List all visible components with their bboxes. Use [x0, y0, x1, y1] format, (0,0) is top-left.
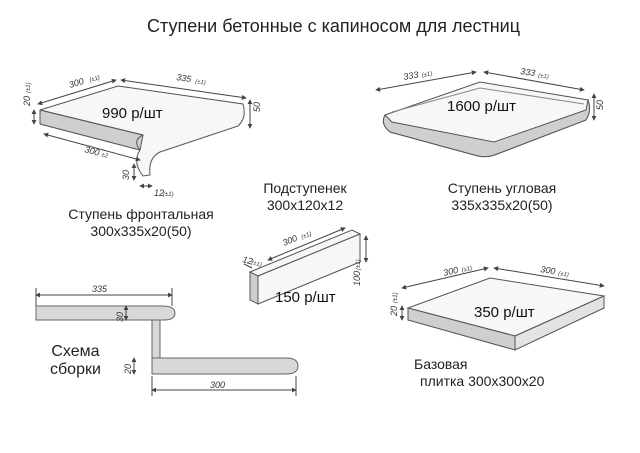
riser-label: Подступенек 300x120x12 [250, 180, 360, 214]
dim-label: 333 [403, 70, 420, 82]
dim-label: (±1) [538, 73, 549, 80]
front-step-drawing [31, 78, 253, 189]
front-step-dimensions: 300 (±1) 335 (±1) 20 (±1) 50 300 ±2 30 1… [22, 72, 262, 198]
front-step-label: Ступень фронтальная 300x335x20(50) [56, 206, 226, 240]
assembly-label-line1: Схема [51, 343, 100, 360]
dim-label: (±1) [26, 82, 32, 93]
dim-label: 50 [252, 102, 262, 112]
dim-label: 300 [68, 76, 85, 90]
riser-label-line1: Подступенек [263, 180, 347, 196]
dim-label: 12 [241, 254, 253, 266]
corner-step-label-line2: 335x335x20(50) [451, 197, 553, 213]
dim-label: 300 [83, 144, 100, 158]
dim-label: 30 [121, 170, 131, 180]
dim-label: (±1) [163, 192, 174, 198]
dim-label: (±1) [421, 71, 433, 79]
base-tile-dimensions: 300 (±1) 300 (±1) 20 (±1) [389, 264, 569, 317]
corner-step-drawing [375, 70, 597, 158]
assembly-label-line2: сборки [50, 361, 101, 378]
riser-price: 150 р/шт [275, 289, 336, 306]
corner-step-price: 1600 р/шт [447, 98, 516, 115]
dim-label: (±1) [461, 266, 473, 274]
dim-label: (±1) [558, 271, 569, 279]
dim-label: (±1) [301, 231, 313, 241]
dim-label: ±2 [100, 152, 109, 160]
dim-label: 300 [210, 380, 225, 390]
assembly-label: Схема сборки [50, 343, 101, 379]
dim-label: 335 [176, 72, 193, 84]
dim-label: (±1) [356, 259, 362, 270]
dim-label: 100 [352, 271, 362, 286]
dim-label: 300 [281, 233, 299, 248]
dim-label: 50 [595, 100, 605, 110]
dim-label: 300 [540, 264, 556, 276]
base-tile-label-line2: плитка 300x300x20 [420, 373, 545, 389]
base-tile-label: Базовая плитка 300x300x20 [414, 356, 544, 390]
riser-drawing [243, 227, 369, 305]
dim-label: 30 [115, 312, 125, 322]
base-tile-price: 350 р/шт [474, 304, 535, 321]
dim-label: 333 [520, 66, 536, 78]
dim-label: (±1) [250, 260, 262, 269]
assembly-drawing [35, 288, 299, 396]
dim-label: (±1) [393, 292, 399, 303]
base-tile-drawing [399, 266, 606, 351]
front-step-label-line2: 300x335x20(50) [90, 223, 192, 239]
base-tile-label-line1: Базовая [414, 356, 468, 372]
dim-label: 12 [154, 188, 164, 198]
corner-step-label-line1: Ступень угловая [447, 180, 557, 196]
dim-label: 20 [123, 364, 133, 375]
corner-step-label: Ступень угловая 335x335x20(50) [432, 180, 572, 214]
dim-label: 300 [442, 265, 459, 278]
corner-step-dimensions: 333 (±1) 333 (±1) 50 [403, 66, 605, 110]
front-step-label-line1: Ступень фронтальная [68, 206, 214, 222]
front-step-price: 990 р/шт [102, 105, 163, 122]
page-title: Ступени бетонные с капиносом для лестниц [147, 16, 521, 36]
riser-label-line2: 300x120x12 [266, 197, 344, 213]
dim-label: 335 [92, 284, 108, 294]
dim-label: (±1) [195, 79, 206, 86]
dim-label: 20 [389, 306, 399, 317]
dim-label: (±1) [89, 75, 101, 84]
assembly-dimensions: 335 30 20 300 [92, 284, 225, 390]
dim-label: 20 [22, 96, 32, 107]
